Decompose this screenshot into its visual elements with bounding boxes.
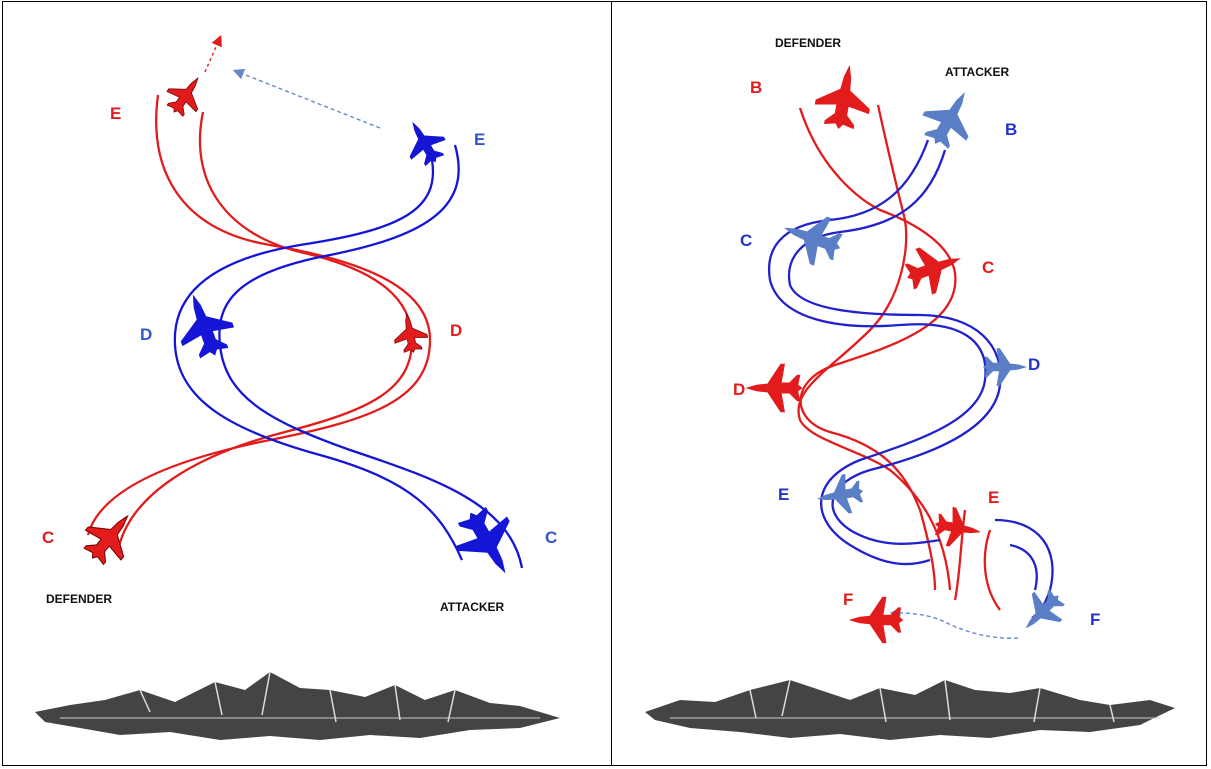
right-defender-caption: DEFENDER [775, 36, 841, 50]
left-panel: E E D D C C DEFENDER ATTACKER [35, 34, 560, 740]
right-label-blue-f: F [1090, 610, 1100, 629]
right-label-blue-c: C [740, 231, 752, 250]
right-defender-jet-f-icon [848, 596, 904, 644]
left-mountains-icon [35, 671, 560, 740]
left-label-red-d: D [450, 321, 462, 340]
left-label-blue-d: D [140, 325, 152, 344]
right-attacker-jet-d-icon [982, 348, 1028, 386]
right-label-red-d: D [733, 380, 745, 399]
right-attacker-jet-b-icon [913, 79, 987, 157]
right-mountains-icon [645, 679, 1175, 740]
right-attacker-caption: ATTACKER [945, 65, 1010, 79]
left-label-blue-e: E [474, 130, 485, 149]
right-panel: B B C C D D E E F F DEFENDER ATTACKER [645, 36, 1175, 740]
panel-divider [611, 1, 612, 766]
right-attacker-arrow [889, 607, 1019, 639]
right-label-red-e: E [988, 488, 999, 507]
right-defender-jet-d-icon [745, 363, 803, 413]
right-defender-jet-e-icon [931, 504, 985, 552]
right-defender-jet-b-icon [811, 60, 877, 134]
right-attacker-jet-f-icon [1011, 581, 1073, 643]
left-attacker-jet-d-icon [167, 285, 241, 365]
left-defender-caption: DEFENDER [46, 592, 112, 606]
right-label-red-b: B [750, 78, 762, 97]
left-attacker-caption: ATTACKER [440, 600, 505, 614]
right-label-red-c: C [982, 258, 994, 277]
left-defender-arrow [204, 34, 222, 73]
right-label-blue-d: D [1028, 355, 1040, 374]
left-attacker-arrow [232, 68, 381, 129]
left-label-red-c: C [42, 528, 54, 547]
right-attacker-jet-c-icon [775, 203, 849, 273]
left-label-blue-c: C [545, 528, 557, 547]
left-defender-jet-c-icon [74, 500, 146, 574]
right-label-blue-b: B [1005, 120, 1017, 139]
left-attacker-track [173, 144, 524, 569]
left-defender-jet-d-icon [389, 310, 431, 356]
right-label-red-f: F [843, 590, 853, 609]
left-label-red-e: E [110, 104, 121, 123]
right-label-blue-e: E [778, 485, 789, 504]
left-defender-jet-e-icon [159, 67, 213, 123]
right-defender-jet-c-icon [898, 235, 970, 301]
right-defender-track [797, 104, 1001, 611]
left-attacker-jet-e-icon [395, 111, 453, 173]
left-defender-track [86, 94, 432, 551]
